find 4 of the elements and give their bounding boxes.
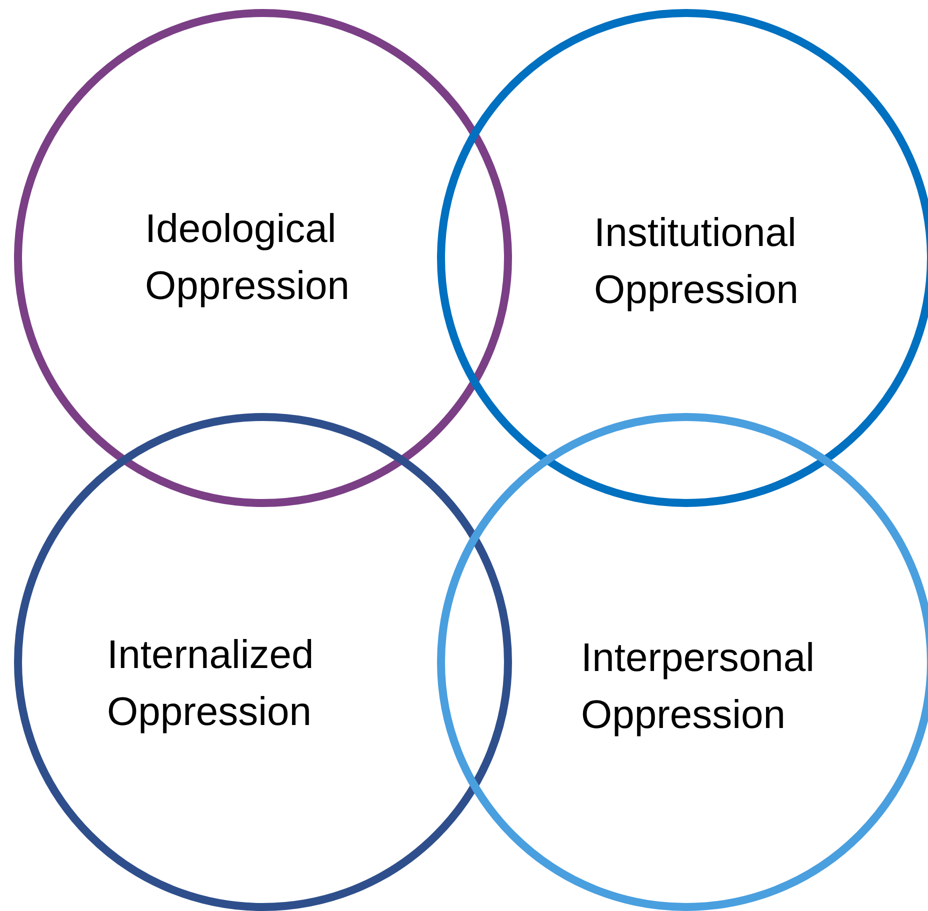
circle-label: Institutional Oppression bbox=[594, 210, 800, 314]
circle-label: Internalized Oppression bbox=[107, 632, 315, 736]
circle-label: Interpersonal Oppression bbox=[581, 635, 816, 739]
circle-label: Ideological Oppression bbox=[145, 206, 351, 310]
